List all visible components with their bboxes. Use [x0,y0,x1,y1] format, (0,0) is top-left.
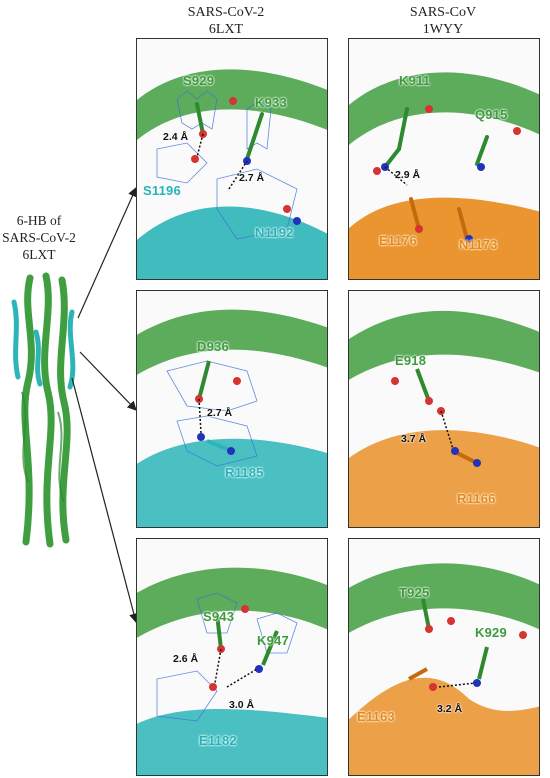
residue-label: E918 [395,353,427,368]
column-header-line2: 1WYY [422,22,464,37]
residue-label: R1166 [457,491,496,506]
structure-render [137,291,327,527]
residue-label: E1182 [199,733,237,748]
panel-sarscov2-row1: S929 K933 S1196 N1192 2.4 Å 2.7 Å [136,38,328,280]
residue-label: S1196 [143,183,181,198]
side-label-line1: 6-HB of [16,213,62,228]
residue-label: T925 [399,585,430,600]
column-header-sarscov: SARS-CoV 1WYY [345,4,541,38]
residue-label: K947 [257,633,289,648]
panel-sarscov-row3: T925 K929 E1163 3.2 Å [348,538,540,776]
panel-sarscov-row2: E918 R1166 3.7 Å [348,290,540,528]
residue-label: Q915 [475,107,508,122]
residue-label: E1176 [379,233,417,248]
residue-label: N1192 [255,225,294,240]
structure-render [137,39,327,279]
side-label-line3: 6LXT [22,247,56,262]
residue-label: S929 [183,73,215,88]
distance-label: 3.0 Å [229,699,255,711]
structure-render [349,539,539,775]
six-helix-bundle-structure [11,272,76,548]
structure-render [349,291,539,527]
six-helix-bundle-label: 6-HB of SARS-CoV-2 6LXT [0,212,78,263]
column-header-line2: 6LXT [208,22,244,37]
panel-sarscov2-row2: D936 R1185 2.7 Å [136,290,328,528]
distance-label: 2.4 Å [163,131,189,143]
distance-label: 2.6 Å [173,653,199,665]
residue-label: K933 [255,95,287,110]
residue-label: K911 [399,73,431,88]
residue-label: R1185 [225,465,264,480]
distance-label: 3.2 Å [437,703,463,715]
structure-render [137,539,327,775]
distance-label: 2.7 Å [239,172,265,184]
arrow-to-middle-panel [79,351,137,411]
column-header-sarscov2: SARS-CoV-2 6LXT [128,4,324,38]
distance-label: 2.9 Å [395,169,421,181]
column-header-line1: SARS-CoV [409,5,477,20]
panel-sarscov2-row3: S943 K947 E1182 2.6 Å 3.0 Å [136,538,328,776]
column-header-line1: SARS-CoV-2 [187,5,265,20]
arrow-to-bottom-panel [71,377,139,624]
residue-label: N1173 [459,237,498,252]
residue-label: E1163 [357,709,395,724]
arrow-to-top-panel [77,186,137,319]
residue-label: S943 [203,609,235,624]
side-label-line2: SARS-CoV-2 [2,230,76,245]
distance-label: 2.7 Å [207,407,233,419]
residue-label: D936 [197,339,229,354]
residue-label: K929 [475,625,507,640]
distance-label: 3.7 Å [401,433,427,445]
panel-sarscov-row1: K911 Q915 E1176 N1173 2.9 Å [348,38,540,280]
structure-render [349,39,539,279]
